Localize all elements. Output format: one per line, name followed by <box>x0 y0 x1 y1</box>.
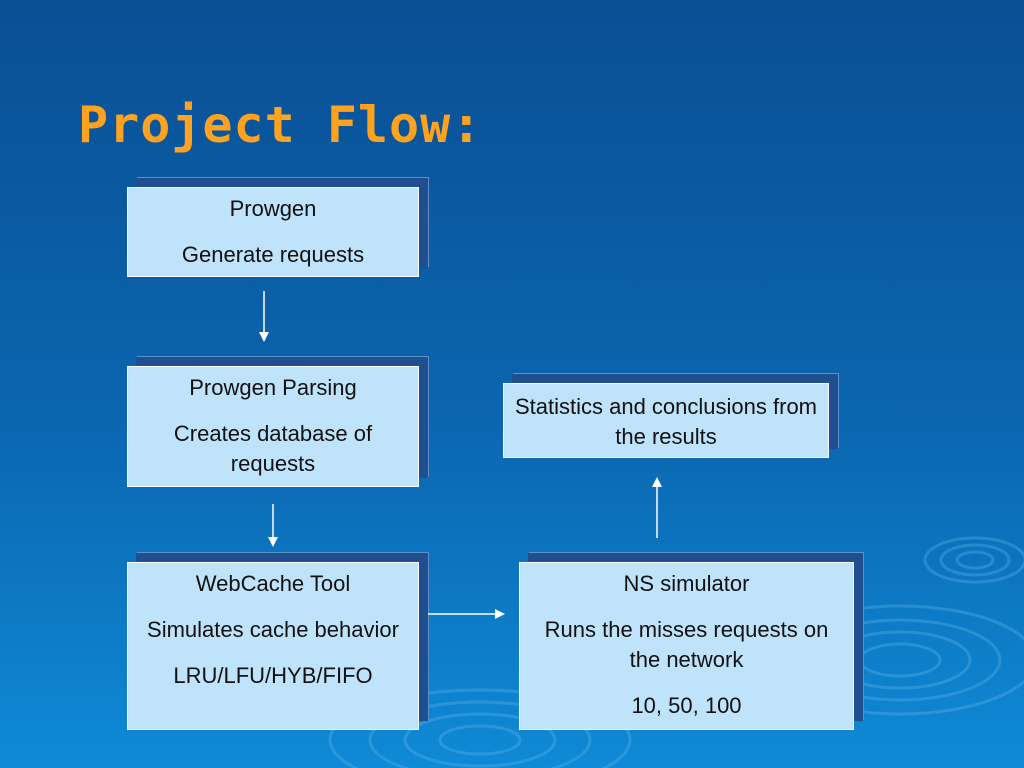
node-webcache-tool: WebCache Tool Simulates cache behavior L… <box>127 562 419 730</box>
node-prowgen-parsing-heading: Prowgen Parsing <box>189 375 357 400</box>
node-prowgen: Prowgen Generate requests <box>127 187 419 277</box>
node-statistics-text: Statistics and conclusions from the resu… <box>514 394 818 449</box>
node-prowgen-parsing-description: Creates database of requests <box>173 421 373 476</box>
node-webcache-tool-detail: LRU/LFU/HYB/FIFO <box>173 663 373 688</box>
arrow-webcache-to-ns <box>428 609 505 619</box>
page-title: Project Flow: <box>78 96 483 154</box>
node-ns-simulator-detail: 10, 50, 100 <box>631 693 742 718</box>
node-prowgen-heading: Prowgen <box>229 196 317 221</box>
arrow-prowgen-to-parsing <box>259 291 269 342</box>
arrow-ns-to-statistics <box>652 477 662 538</box>
node-prowgen-description: Generate requests <box>181 242 365 267</box>
node-statistics: Statistics and conclusions from the resu… <box>503 383 829 458</box>
arrow-parsing-to-webcache <box>268 504 278 547</box>
node-ns-simulator: NS simulator Runs the misses requests on… <box>519 562 854 730</box>
node-ns-simulator-description: Runs the misses requests on the network <box>544 617 829 672</box>
node-prowgen-parsing: Prowgen Parsing Creates database of requ… <box>127 366 419 487</box>
node-webcache-tool-description: Simulates cache behavior <box>147 617 399 642</box>
node-ns-simulator-heading: NS simulator <box>623 571 750 596</box>
node-webcache-tool-heading: WebCache Tool <box>195 571 351 596</box>
